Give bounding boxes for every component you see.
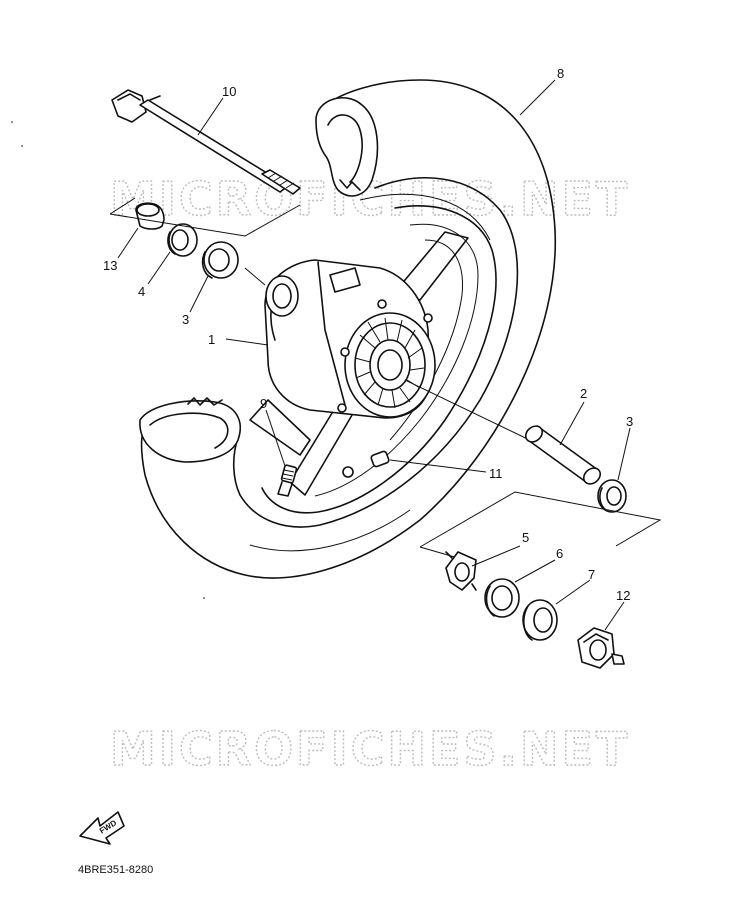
oil-seal-right [484, 578, 520, 618]
watermark-bottom: MICROFICHES.NET [110, 722, 630, 776]
hub [264, 259, 436, 419]
label-hub: 1 [208, 332, 215, 347]
bearing-left [201, 241, 239, 279]
label-balance-weight: 11 [489, 466, 503, 481]
label-bearing-right: 3 [626, 414, 633, 429]
label-spacer: 2 [580, 386, 587, 401]
speedometer-clutch [445, 551, 477, 591]
label-tire: 8 [557, 66, 564, 81]
label-collar: 7 [588, 567, 595, 582]
tire [139, 79, 557, 579]
label-oil-seal-left: 4 [138, 284, 145, 299]
label-valve: 9 [260, 396, 267, 411]
label-axle-nut: 12 [616, 588, 630, 603]
speck [11, 121, 13, 123]
speck [21, 145, 23, 147]
label-collar-left: 13 [103, 258, 117, 273]
oil-seal-left [167, 223, 198, 257]
axle-nut [577, 627, 625, 669]
drawing-code: 4BRE351-8280 [78, 864, 153, 876]
fwd-arrow-icon: FWD [79, 811, 125, 845]
spacer [524, 425, 602, 485]
wheel-axle [111, 89, 301, 195]
label-wheel-axle: 10 [222, 84, 236, 99]
collar [522, 599, 558, 641]
label-bearing-left: 3 [182, 312, 189, 327]
collar-left [135, 202, 165, 230]
label-speedometer-clutch: 5 [522, 530, 529, 545]
balance-weight [342, 450, 390, 478]
speck [203, 597, 205, 599]
bearing-right [597, 479, 627, 513]
wheel-rim [249, 205, 497, 514]
valve [277, 464, 298, 497]
label-oil-seal-right: 6 [556, 546, 563, 561]
